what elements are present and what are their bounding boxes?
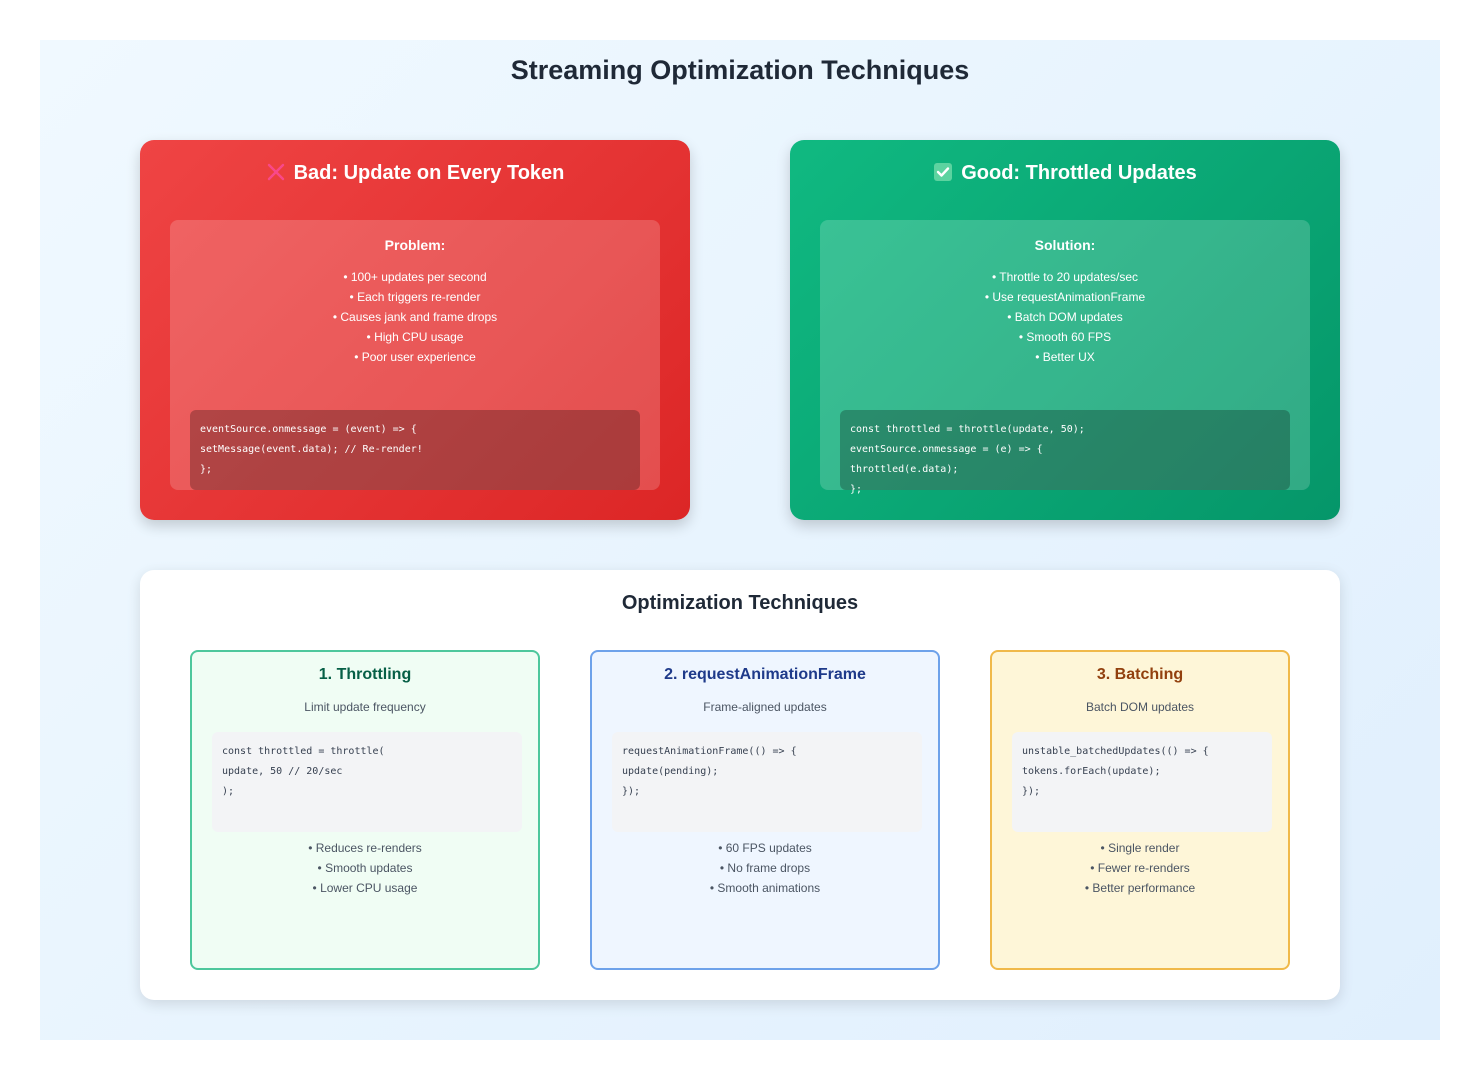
list-item: • Use requestAnimationFrame: [984, 290, 1146, 304]
good-approach-panel: Good: Throttled Updates Solution: • Thro…: [790, 140, 1340, 520]
problem-title: Problem:: [384, 237, 446, 253]
bad-approach-panel: Bad: Update on Every Token Problem: • 10…: [140, 140, 690, 520]
code-line: unstable_batchedUpdates(() => {: [1022, 746, 1209, 757]
card-subtitle: Frame-aligned updates: [703, 700, 827, 714]
list-item: • No frame drops: [719, 861, 811, 875]
list-item: • Lower CPU usage: [312, 881, 418, 895]
code-line: eventSource.onmessage = (e) => {: [850, 444, 1043, 455]
code-line: eventSource.onmessage = (event) => {: [200, 424, 417, 435]
diagram-canvas: Streaming Optimization Techniques Bad: U…: [40, 40, 1440, 1040]
list-item: • Better UX: [1035, 350, 1095, 364]
code-line: setMessage(event.data); // Re-render!: [200, 444, 423, 455]
solution-title: Solution:: [1034, 237, 1096, 253]
list-item: • Fewer re-renders: [1090, 861, 1190, 875]
page-title: Streaming Optimization Techniques: [510, 55, 970, 85]
code-line: requestAnimationFrame(() => {: [622, 746, 797, 757]
list-item: • Throttle to 20 updates/sec: [991, 270, 1139, 284]
code-line: throttled(e.data);: [850, 464, 959, 475]
list-item: • Better performance: [1084, 881, 1196, 895]
technique-card-raf: 2. requestAnimationFrame Frame-aligned u…: [590, 650, 940, 970]
list-item: • Reduces re-renders: [308, 841, 422, 855]
card-title: 3. Batching: [1096, 666, 1184, 683]
card-title: 2. requestAnimationFrame: [664, 666, 866, 683]
technique-card-batching: 3. Batching Batch DOM updates unstable_b…: [990, 650, 1290, 970]
techniques-panel: Optimization Techniques 1. Throttling Li…: [140, 570, 1340, 1000]
technique-card-throttling: 1. Throttling Limit update frequency con…: [190, 650, 540, 970]
good-code-block: const throttled = throttle(update, 50); …: [840, 410, 1290, 495]
solution-box: Solution: • Throttle to 20 updates/sec •…: [820, 220, 1310, 495]
code-line: const throttled = throttle(: [222, 746, 385, 757]
code-line: tokens.forEach(update);: [1022, 766, 1161, 777]
code-line: };: [200, 464, 213, 475]
problem-list: • 100+ updates per second • Each trigger…: [170, 267, 660, 367]
card-benefits: • Reduces re-renders • Smooth updates • …: [192, 838, 538, 898]
code-line: });: [1022, 786, 1041, 797]
list-item: • Smooth 60 FPS: [1018, 330, 1112, 344]
list-item: • Causes jank and frame drops: [332, 310, 498, 324]
good-panel-title: Good: Throttled Updates: [790, 160, 1340, 189]
card-subtitle: Limit update frequency: [304, 700, 426, 714]
code-line: const throttled = throttle(update, 50);: [850, 424, 1085, 435]
bad-panel-title-text: Bad: Update on Every Token: [293, 162, 565, 184]
good-panel-title-text: Good: Throttled Updates: [961, 162, 1197, 184]
cross-mark-icon: [266, 162, 286, 189]
list-item: • Single render: [1100, 841, 1180, 855]
code-line: );: [222, 786, 235, 797]
card-code-block: unstable_batchedUpdates(() => { tokens.f…: [1012, 732, 1272, 832]
list-item: • Each triggers re-render: [349, 290, 481, 304]
list-item: • 100+ updates per second: [343, 270, 487, 284]
list-item: • Smooth updates: [317, 861, 413, 875]
list-item: • Smooth animations: [709, 881, 821, 895]
list-item: • Poor user experience: [354, 350, 476, 364]
card-benefits: • 60 FPS updates • No frame drops • Smoo…: [592, 838, 938, 898]
list-item: • Batch DOM updates: [1007, 310, 1123, 324]
card-subtitle: Batch DOM updates: [1085, 700, 1195, 714]
solution-list: • Throttle to 20 updates/sec • Use reque…: [820, 267, 1310, 367]
card-code-block: requestAnimationFrame(() => { update(pen…: [612, 732, 922, 832]
bad-code-block: eventSource.onmessage = (event) => { set…: [190, 410, 640, 490]
card-title: 1. Throttling: [318, 666, 412, 683]
code-line: });: [622, 786, 641, 797]
list-item: • 60 FPS updates: [718, 841, 812, 855]
code-line: };: [850, 484, 863, 495]
problem-box: Problem: • 100+ updates per second • Eac…: [170, 220, 660, 490]
check-mark-icon: [933, 162, 953, 189]
techniques-title: Optimization Techniques: [621, 592, 859, 614]
card-code-block: const throttled = throttle( update, 50 /…: [212, 732, 522, 832]
code-line: update, 50 // 20/sec: [222, 766, 343, 777]
code-line: update(pending);: [622, 766, 719, 777]
bad-panel-title: Bad: Update on Every Token: [140, 160, 690, 189]
list-item: • High CPU usage: [366, 330, 464, 344]
card-benefits: • Single render • Fewer re-renders • Bet…: [992, 838, 1288, 898]
